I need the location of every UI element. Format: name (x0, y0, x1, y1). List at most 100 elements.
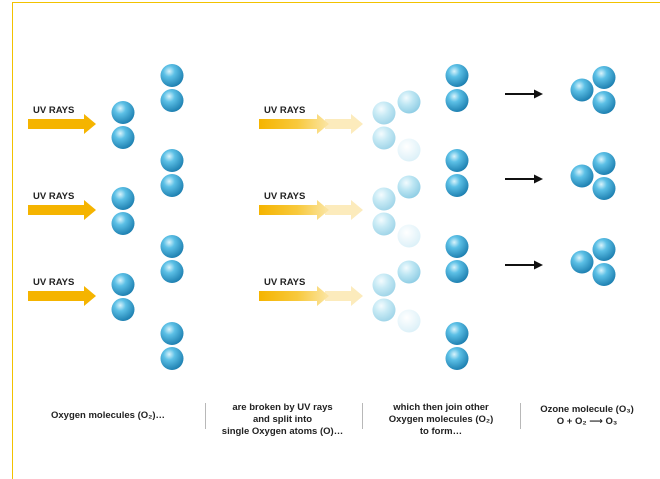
oxygen-atom (160, 89, 184, 112)
oxygen-molecule (111, 187, 135, 235)
oxygen-atom (570, 250, 594, 274)
oxygen-atom (111, 187, 135, 210)
faded-oxygen-atom (372, 126, 396, 150)
caption-line: are broken by UV rays (232, 402, 333, 413)
caption-line: Oxygen molecules (O₂)… (50, 410, 166, 421)
uv-arrow: UV RAYS (28, 277, 96, 306)
oxygen-atom (160, 235, 184, 258)
ozone-molecule (570, 238, 616, 286)
oxygen-atom (111, 298, 135, 321)
caption-broken-by-uv: are broken by UV rays and split into sin… (205, 402, 360, 438)
faded-oxygen-atom (372, 187, 396, 211)
arrow-head (534, 260, 543, 270)
oxygen-atom (111, 126, 135, 149)
caption-line: which then join other (393, 402, 489, 413)
uv-rays-label: UV RAYS (33, 105, 74, 116)
uv-arrow-shape (259, 200, 329, 220)
uv-arrow: UV RAYS (28, 191, 96, 220)
uv-arrow-shape (259, 286, 329, 306)
oxygen-atom (570, 78, 594, 102)
reaction-arrow (505, 260, 543, 270)
faded-oxygen-atom (372, 101, 396, 125)
uv-arrow: UV RAYS (259, 105, 363, 134)
uv-arrow: UV RAYS (28, 105, 96, 134)
uv-arrow-shape (28, 114, 96, 134)
oxygen-molecule (445, 235, 469, 283)
oxygen-atom (445, 89, 469, 112)
caption-oxygen-molecules: Oxygen molecules (O₂)… (28, 410, 188, 422)
uv-arrow: UV RAYS (259, 191, 363, 220)
ghost-oxygen-atom (397, 309, 421, 333)
uv-rays-label: UV RAYS (264, 277, 305, 288)
divider-3 (520, 403, 521, 429)
uv-arrow-shape (259, 114, 329, 134)
oxygen-molecule (160, 149, 184, 197)
single-oxygen-atom (397, 260, 421, 284)
caption-line: Oxygen molecules (O₂) (388, 414, 494, 425)
caption-line: single Oxygen atoms (O)… (221, 426, 344, 437)
caption-line: and split into (252, 414, 313, 425)
uv-rays-label: UV RAYS (264, 105, 305, 116)
frame-left-border (12, 2, 13, 479)
uv-rays-label: UV RAYS (33, 191, 74, 202)
reaction-arrow (505, 174, 543, 184)
oxygen-atom (592, 177, 616, 200)
oxygen-atom (160, 322, 184, 345)
oxygen-atom (111, 273, 135, 296)
oxygen-atom (592, 238, 616, 261)
uv-arrow-shape (28, 200, 96, 220)
uv-arrow-shape (28, 286, 96, 306)
divider-1 (205, 403, 206, 429)
arrow-head (534, 174, 543, 184)
uv-arrow-fade (325, 200, 363, 220)
uv-rays-label: UV RAYS (33, 277, 74, 288)
uv-arrow: UV RAYS (259, 277, 363, 306)
uv-arrow-fade (325, 114, 363, 134)
reaction-arrow (505, 89, 543, 99)
ghost-oxygen-atom (397, 138, 421, 162)
faded-oxygen-atom (372, 273, 396, 297)
oxygen-atom (570, 164, 594, 188)
caption-join-other: which then join other Oxygen molecules (… (364, 402, 518, 438)
single-oxygen-atom (397, 175, 421, 199)
faded-oxygen-atom (372, 212, 396, 236)
oxygen-atom (160, 149, 184, 172)
caption-line: to form… (419, 426, 463, 437)
oxygen-molecule (111, 273, 135, 321)
oxygen-atom (111, 212, 135, 235)
oxygen-atom (445, 347, 469, 370)
ozone-molecule (570, 66, 616, 114)
oxygen-atom (111, 101, 135, 124)
ozone-molecule (570, 152, 616, 200)
oxygen-atom (160, 64, 184, 87)
oxygen-molecule (445, 322, 469, 370)
uv-arrow-fade (325, 286, 363, 306)
oxygen-atom (592, 66, 616, 89)
oxygen-atom (445, 322, 469, 345)
oxygen-atom (592, 263, 616, 286)
oxygen-atom (445, 235, 469, 258)
oxygen-molecule (445, 149, 469, 197)
oxygen-molecule (160, 235, 184, 283)
oxygen-molecule (445, 64, 469, 112)
oxygen-atom (445, 149, 469, 172)
caption-line: O + O₂ ⟶ O₃ (556, 416, 618, 427)
divider-2 (362, 403, 363, 429)
ghost-oxygen-atom (397, 224, 421, 248)
oxygen-atom (592, 91, 616, 114)
uv-rays-label: UV RAYS (264, 191, 305, 202)
oxygen-atom (160, 174, 184, 197)
frame-top-border (12, 2, 660, 3)
oxygen-atom (592, 152, 616, 175)
oxygen-molecule (111, 101, 135, 149)
oxygen-molecule (160, 64, 184, 112)
single-oxygen-atom (397, 90, 421, 114)
oxygen-atom (160, 347, 184, 370)
oxygen-atom (160, 260, 184, 283)
caption-ozone-molecule: Ozone molecule (O₃) O + O₂ ⟶ O₃ (522, 404, 652, 428)
faded-oxygen-atom (372, 298, 396, 322)
oxygen-molecule (160, 322, 184, 370)
oxygen-atom (445, 174, 469, 197)
caption-line: Ozone molecule (O₃) (540, 404, 634, 415)
